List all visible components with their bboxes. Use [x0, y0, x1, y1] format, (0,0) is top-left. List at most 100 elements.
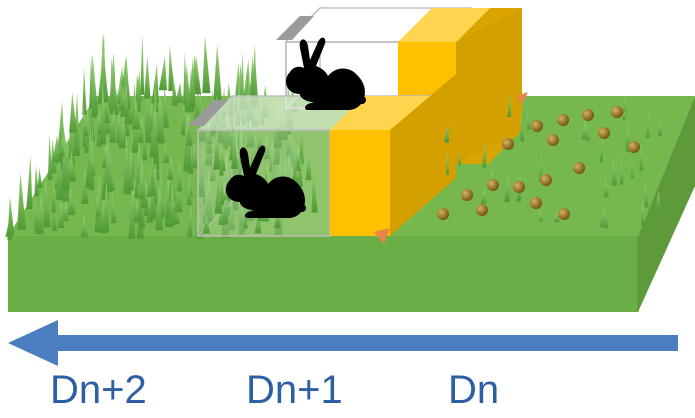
grass-blade-icon [184, 62, 192, 113]
grass-blade-icon [99, 42, 109, 103]
grass-blade-icon [131, 97, 141, 130]
grass-blade-icon [81, 168, 89, 205]
grass-blade-icon [305, 150, 312, 181]
grass-blade-icon [527, 110, 531, 130]
direction-arrow [8, 320, 678, 366]
grass-blade-icon [147, 165, 152, 197]
grass-blade-icon [26, 154, 33, 209]
rabbit-icon [225, 145, 306, 218]
grass-blade-icon [507, 91, 512, 117]
grass-blade-icon [444, 122, 450, 143]
grass-blade-icon [239, 202, 247, 226]
pellet-icon [487, 179, 499, 191]
pellet-icon [558, 208, 570, 220]
grass-blade-icon [171, 75, 178, 106]
pellet-icon [598, 127, 610, 139]
grass-blade-icon [51, 178, 56, 213]
grass-blade-icon [538, 210, 544, 222]
grass-blade-icon [82, 66, 87, 115]
grass-blade-icon [99, 80, 107, 145]
grass-blade-icon [47, 132, 53, 181]
grass-blade-icon [180, 101, 186, 136]
grass-blade-icon [90, 152, 96, 176]
grass-blade-icon [299, 124, 304, 165]
grass-blade-icon [198, 142, 205, 194]
grass-blade-icon [249, 54, 255, 97]
grass-blade-icon [103, 135, 112, 192]
pellet-droppings [437, 106, 640, 220]
grass-blade-icon [111, 192, 117, 224]
grass-blade-icon [311, 165, 318, 213]
grass-blade-icon [213, 130, 221, 170]
grass-blade-icon [151, 63, 159, 104]
pellet-icon [530, 197, 542, 209]
grass-blade-icon [646, 110, 650, 139]
grass-blade-icon [128, 175, 136, 239]
grass-blade-icon [168, 44, 175, 92]
grass-blade-icon [158, 56, 167, 91]
grass-blade-icon [82, 113, 89, 137]
grass-blade-icon [167, 154, 174, 180]
pellet-icon [437, 208, 449, 220]
grass-blade-icon [202, 35, 211, 94]
rabbit-icon [285, 37, 366, 110]
grass-blade-icon [611, 157, 618, 186]
grass-blade-icon [657, 117, 662, 137]
grass-blade-icon [622, 109, 627, 120]
grass-blade-icon [37, 167, 43, 189]
cage-front-panel-side [390, 74, 456, 236]
grass-blade-icon [58, 135, 65, 157]
pellet-icon [502, 138, 514, 150]
cage-front-panel-front [330, 130, 390, 236]
grass-blade-icon [69, 92, 77, 133]
grass-blade-icon [34, 165, 39, 197]
pellet-icon [611, 106, 623, 118]
grass-blade-icon [586, 120, 590, 141]
grass-blade-icon [214, 168, 223, 214]
grass-blade-icon [189, 57, 196, 108]
pellet-icon [557, 114, 569, 126]
grass-blade-icon [504, 172, 510, 203]
grass-blade-icon [61, 126, 70, 190]
grass-blade-icon [50, 138, 57, 174]
grass-blade-icon [66, 156, 75, 180]
grass-blade-icon [163, 142, 171, 164]
pellet-icon [461, 189, 473, 201]
grass-blade-icon [219, 142, 224, 176]
grass-blade-icon [57, 199, 65, 229]
pellet-icon [531, 120, 543, 132]
grass-blade-icon [291, 148, 298, 186]
grass-blade-icon [174, 178, 183, 213]
grass-blade-icon [68, 106, 75, 166]
grass-blade-icon [186, 113, 193, 146]
grass-blade-icon [91, 57, 97, 118]
grass-blade-icon [73, 92, 80, 157]
grass-blade-icon [599, 134, 604, 162]
grass-blade-icon [202, 214, 210, 234]
grass-blade-icon [102, 180, 110, 233]
grass-blade-icon [7, 196, 15, 235]
grass-blade-icon [43, 175, 51, 228]
grass-blade-icon [220, 169, 225, 205]
grass-blade-icon [67, 187, 76, 216]
grass-blade-icon [600, 206, 604, 227]
grass-blade-icon [176, 160, 183, 192]
grass-blade-icon [256, 121, 263, 150]
pellet-icon [513, 181, 525, 193]
day-label-dn: Dn [448, 368, 500, 412]
grass-blade-icon [163, 84, 169, 128]
short-grass-area [444, 91, 662, 229]
grass-blade-icon [268, 140, 275, 172]
ground-front [8, 236, 638, 312]
grass-blade-icon [290, 135, 296, 169]
grass-blade-icon [553, 212, 560, 223]
grass-blade-icon [149, 100, 159, 158]
grass-blade-icon [164, 175, 170, 219]
grass-blade-icon [204, 170, 214, 223]
grass-blade-icon [630, 156, 634, 179]
grass-blade-icon [620, 154, 624, 185]
grass-blade-icon [95, 195, 102, 217]
grass-blade-icon [622, 95, 627, 114]
grass-blade-icon [581, 120, 586, 140]
